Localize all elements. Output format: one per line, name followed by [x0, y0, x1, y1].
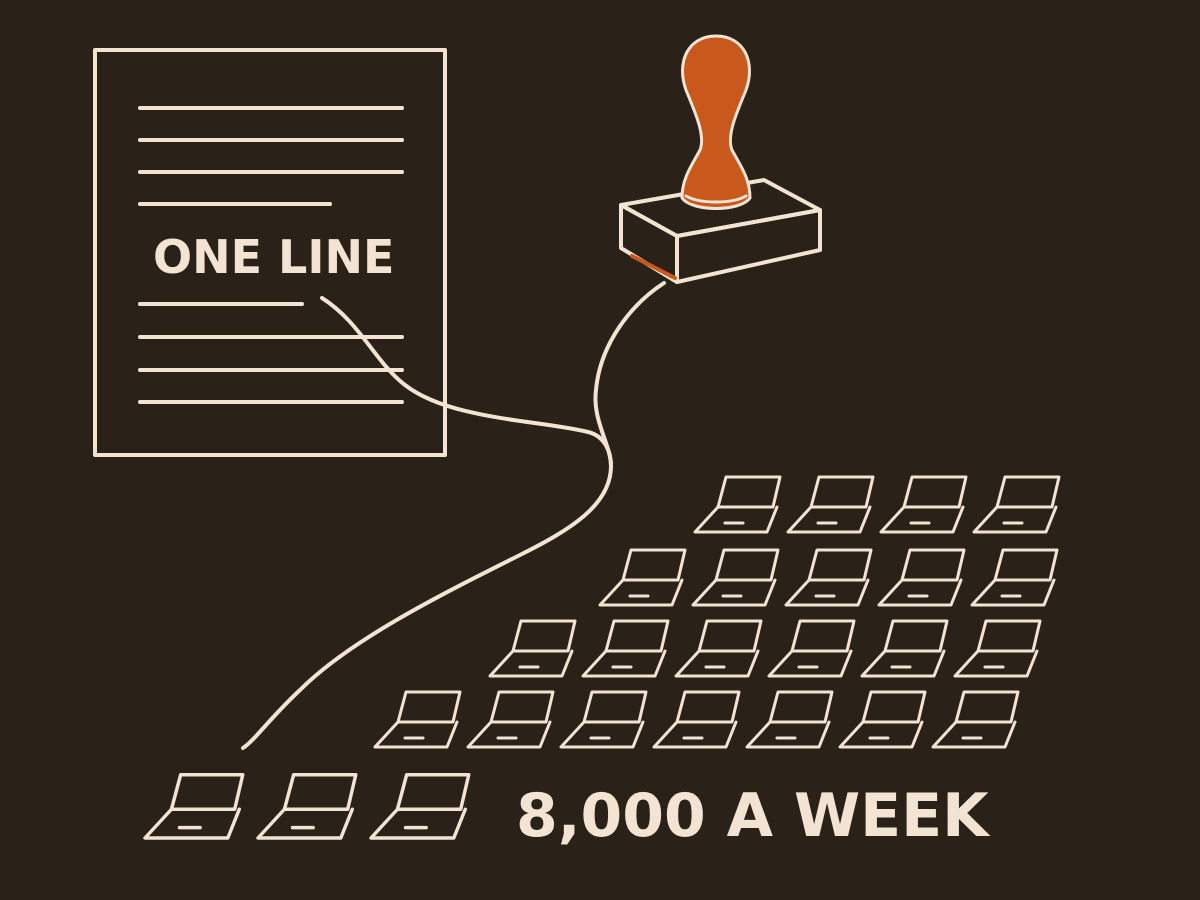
laptop-icon — [838, 690, 927, 749]
laptop-icon — [143, 773, 245, 840]
document-icon: ONE LINE — [93, 48, 447, 457]
laptop-icon — [784, 548, 873, 607]
laptop-icon — [581, 619, 670, 678]
laptop-icon — [559, 690, 648, 749]
laptop-icon — [745, 690, 834, 749]
connector-lines — [241, 281, 666, 750]
laptop-icon — [860, 619, 949, 678]
laptop-icon — [373, 690, 462, 749]
document-label: ONE LINE — [153, 230, 394, 284]
laptop-icon — [598, 548, 687, 607]
laptop-icon — [931, 690, 1020, 749]
line-from-document — [320, 296, 613, 468]
rubber-stamp-icon — [619, 34, 822, 284]
stamp-handle — [680, 34, 752, 210]
laptop-icon — [652, 690, 741, 749]
document-text-lines — [138, 106, 404, 404]
laptop-icon — [674, 619, 763, 678]
laptop-icon — [256, 773, 358, 840]
laptop-icon — [970, 548, 1059, 607]
laptop-icon — [767, 619, 856, 678]
laptop-icon — [879, 475, 968, 534]
laptop-icon — [691, 548, 780, 607]
laptop-icon — [786, 475, 875, 534]
caption-8000-a-week: 8,000 A WEEK — [516, 781, 991, 851]
laptop-icon — [369, 773, 471, 840]
laptop-icon — [693, 475, 782, 534]
line-to-laptops — [241, 464, 613, 750]
laptop-icon — [877, 548, 966, 607]
laptop-icon — [466, 690, 555, 749]
laptop-grid — [143, 475, 1061, 840]
line-from-stamp — [593, 281, 666, 468]
laptop-icon — [972, 475, 1061, 534]
laptop-icon — [953, 619, 1042, 678]
laptop-icon — [488, 619, 577, 678]
